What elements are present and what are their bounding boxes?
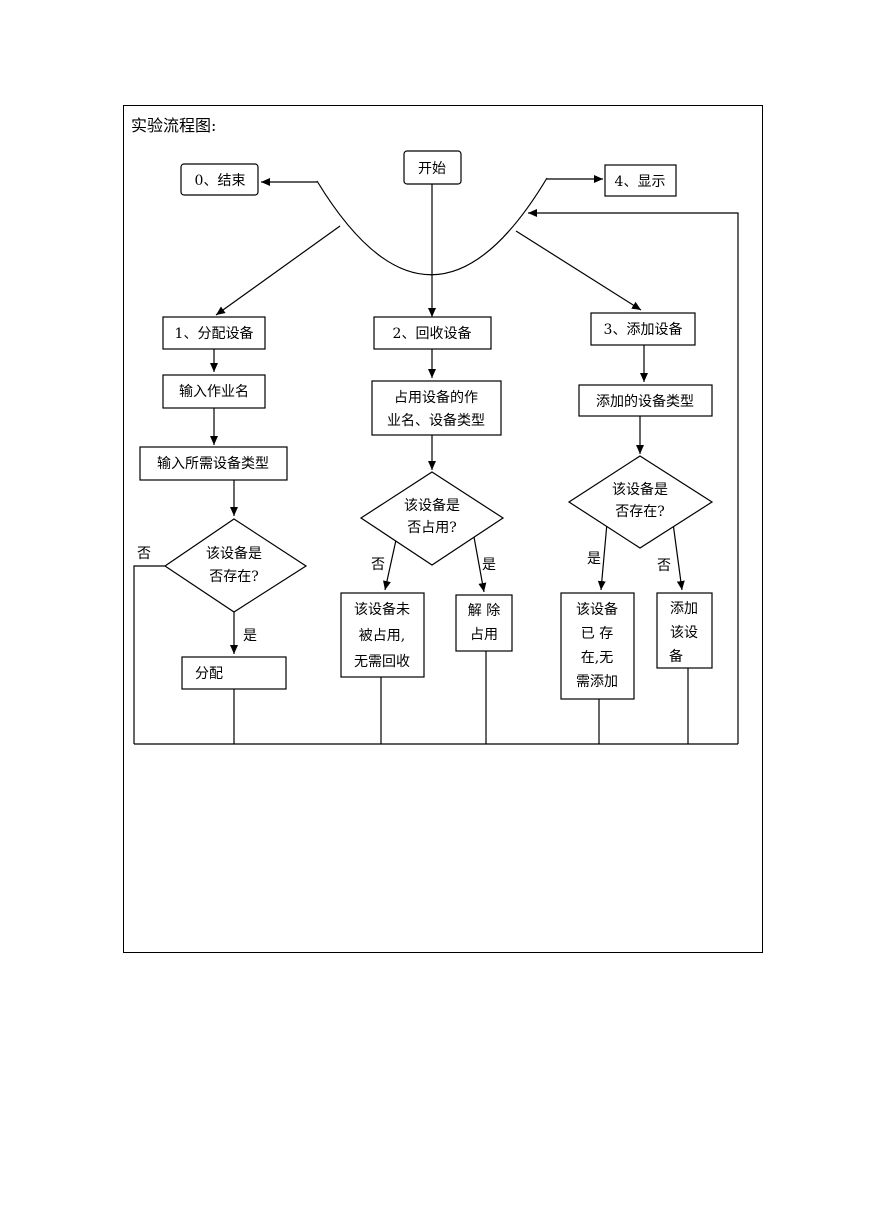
decision-allocate-exists (163, 518, 308, 613)
node-add-type-label: 添加的设备类型 (596, 393, 694, 410)
node-add-label: 3、添加设备 (604, 321, 683, 338)
node-end-label: 0、结束 (195, 173, 246, 189)
label-allocate-yes: 是 (243, 628, 257, 644)
q-occupied-line-2: 否占用? (407, 520, 457, 536)
node-show-label: 4、显示 (615, 174, 666, 190)
q-allocate-line-1: 该设备是 (206, 545, 262, 562)
node-add-type (578, 384, 713, 417)
node-recycle (373, 316, 492, 350)
node-show (604, 164, 677, 197)
q-add-line-2: 否存在? (615, 504, 665, 520)
edge-occupied-yes (473, 536, 487, 593)
node-release (455, 594, 513, 652)
not-occupied-line-2: 被占用, (359, 628, 405, 644)
not-occupied-line-3: 无需回收 (354, 654, 410, 670)
q-add-line-1: 该设备是 (612, 481, 668, 498)
decision-occupied (359, 471, 505, 566)
node-input-type (139, 446, 288, 481)
do-add-line-3: 备 (669, 648, 683, 665)
edge-add-no (672, 522, 685, 591)
node-not-occupied (340, 592, 425, 678)
not-occupied-line-1: 该设备未 (354, 601, 410, 618)
node-occupied-info (371, 380, 502, 436)
edge-add-yes (597, 522, 608, 591)
edge-occupied-no (383, 539, 397, 591)
release-line-2: 占用 (470, 627, 498, 643)
label-recycle-yes: 是 (482, 557, 496, 573)
exists-no-add-line-3: 在,无 (581, 650, 613, 666)
decision-add-exists (567, 455, 714, 549)
node-add (590, 312, 696, 346)
outer-frame (123, 105, 763, 953)
node-input-job-label: 输入作业名 (179, 384, 249, 400)
node-allocate-do (181, 656, 287, 690)
node-allocate-do-label: 分配 (195, 666, 223, 682)
node-end (180, 163, 259, 196)
node-start (403, 150, 462, 185)
node-allocate (162, 316, 266, 350)
return-right-line (528, 209, 739, 744)
edge-allocate-no (133, 565, 165, 744)
node-start-label: 开始 (418, 161, 446, 177)
page-title: 实验流程图: (131, 116, 217, 135)
label-add-yes: 是 (587, 551, 601, 567)
do-add-line-2: 该设 (670, 625, 698, 641)
release-line-1: 解 除 (468, 603, 500, 619)
edge-arc-add (515, 230, 642, 311)
edge-arc-allocate (215, 225, 341, 316)
node-do-add (656, 592, 713, 669)
node-input-type-label: 输入所需设备类型 (157, 455, 269, 472)
label-recycle-no: 否 (371, 557, 385, 573)
exists-no-add-line-1: 该设备 (576, 601, 618, 618)
label-add-no: 否 (657, 558, 671, 574)
do-add-line-1: 添加 (670, 601, 698, 617)
node-recycle-label: 2、回收设备 (393, 325, 472, 342)
node-exists-no-add (560, 592, 635, 700)
label-allocate-no: 否 (137, 546, 151, 562)
q-occupied-line-1: 该设备是 (404, 497, 460, 514)
node-allocate-label: 1、分配设备 (175, 325, 254, 342)
occupied-info-line-1: 占用设备的作 (394, 389, 478, 406)
exists-no-add-line-2: 已 存 (581, 626, 613, 642)
q-allocate-line-2: 否存在? (209, 569, 259, 585)
node-input-job (162, 374, 266, 409)
occupied-info-line-2: 业名、设备类型 (387, 412, 485, 429)
exists-no-add-line-4: 需添加 (576, 674, 618, 690)
